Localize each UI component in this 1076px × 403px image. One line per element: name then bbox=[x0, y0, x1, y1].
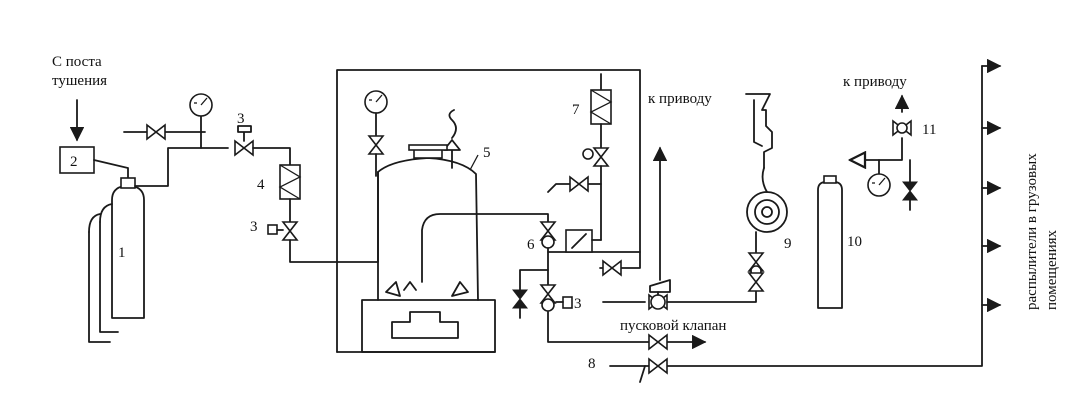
to-drive-label-2: к приводу bbox=[843, 74, 907, 90]
label-5: 5 bbox=[483, 145, 491, 161]
tank-section: 5 bbox=[336, 69, 641, 353]
to-drive-label-1: к приводу bbox=[648, 91, 712, 107]
valve-horizontal-mid bbox=[569, 176, 589, 192]
sprayers-label-line1: распылители в грузовых bbox=[1024, 153, 1040, 310]
label-6: 6 bbox=[527, 237, 535, 253]
label-2: 2 bbox=[70, 154, 78, 170]
pressure-gauge-right bbox=[867, 173, 891, 197]
nozzle-right bbox=[451, 281, 469, 297]
valve-3-left bbox=[282, 221, 298, 241]
label-7: 7 bbox=[572, 102, 580, 118]
pilot-cylinder-10: 10 к приводу 11 bbox=[817, 74, 936, 309]
enclosure-frame bbox=[336, 69, 641, 353]
co2-cylinders-1: 1 bbox=[88, 177, 145, 343]
source-section: С поста тушения 2 1 3 4 bbox=[52, 54, 379, 343]
pressure-gauge-left bbox=[189, 93, 213, 117]
valve-right-drain bbox=[902, 181, 918, 201]
tank-base bbox=[361, 299, 496, 353]
label-11: 11 bbox=[922, 122, 936, 138]
label-9: 9 bbox=[784, 236, 792, 252]
valve-3-right-actuator bbox=[562, 296, 573, 309]
valve-3-top bbox=[234, 140, 254, 156]
valve-3-top-actuator bbox=[237, 125, 252, 142]
valve-tank-gauge bbox=[368, 135, 384, 155]
sprayers-label-line2: помещениях bbox=[1044, 229, 1060, 310]
valve-8-lower bbox=[648, 358, 668, 374]
pipe-to-tank bbox=[289, 171, 379, 263]
valve-3-left-actuator bbox=[267, 224, 278, 235]
label-3-top: 3 bbox=[237, 111, 245, 127]
launch-valve-actuator bbox=[649, 279, 671, 293]
valve-drain bbox=[512, 289, 528, 309]
safety-valve-spring bbox=[448, 109, 457, 139]
safety-valve bbox=[443, 139, 461, 169]
pipe-cylinder-out bbox=[134, 147, 229, 187]
valve-to-launch bbox=[602, 260, 622, 276]
label-3-right: 3 bbox=[574, 296, 582, 312]
label-1: 1 bbox=[118, 245, 126, 261]
valve-below-7-handwheel bbox=[582, 148, 594, 160]
nozzle-left bbox=[385, 281, 401, 297]
pressure-gauge-tank bbox=[364, 90, 388, 114]
hose-9: 9 bbox=[745, 93, 792, 292]
tank-support bbox=[391, 311, 459, 339]
valve-upper-branch bbox=[146, 124, 166, 140]
filter-7 bbox=[590, 89, 612, 125]
label-10: 10 bbox=[847, 234, 862, 250]
main-line-8: 8 bbox=[588, 65, 983, 383]
filter-4 bbox=[279, 164, 301, 200]
label-3-left: 3 bbox=[250, 219, 258, 235]
tank-5-body bbox=[377, 157, 479, 301]
valve-section: 7 6 3 пусково bbox=[512, 73, 757, 350]
launch-valve-label: пусковой клапан bbox=[620, 318, 726, 334]
label-8: 8 bbox=[588, 356, 596, 372]
valve-below-7 bbox=[593, 147, 609, 167]
siphon-tube bbox=[421, 213, 549, 283]
source-label-line2: тушения bbox=[52, 73, 107, 89]
valve-8-upper bbox=[648, 334, 668, 350]
source-label-line1: С поста bbox=[52, 54, 102, 70]
hose-nozzle-top bbox=[745, 93, 773, 169]
sprayer-manifold: распылители в грузовых помещениях bbox=[981, 58, 1060, 313]
label-4: 4 bbox=[257, 177, 265, 193]
pipe-to-filter-4 bbox=[252, 147, 291, 166]
